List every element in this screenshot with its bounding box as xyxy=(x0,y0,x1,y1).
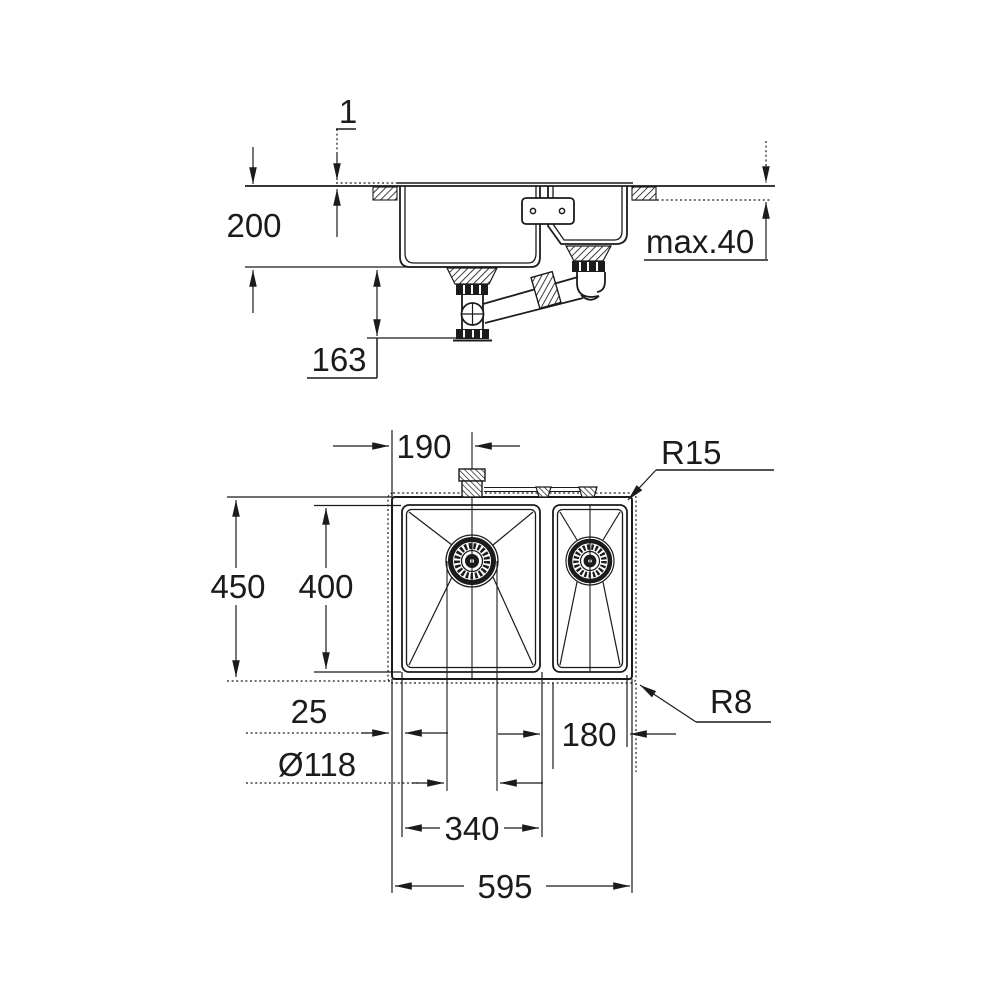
dim-trap-depth-label: 163 xyxy=(311,341,366,378)
dim-bowl-depth-label: 200 xyxy=(226,207,281,244)
center-and-extension-lines xyxy=(227,430,637,893)
bracket-hole xyxy=(558,207,566,215)
mounting-bracket xyxy=(521,197,575,225)
bracket-hole xyxy=(529,207,537,215)
dim-bowl-radius-label: R15 xyxy=(661,434,722,471)
dim-bowl-inner-depth-label: 400 xyxy=(298,568,353,605)
small-drain-funnel xyxy=(565,245,612,262)
fastening-clamp xyxy=(578,486,598,498)
small-bowl-section xyxy=(547,186,628,245)
countertop-lines xyxy=(245,182,775,201)
connecting-pipe xyxy=(482,276,584,324)
plan-top-view: 190 R15 450 400 25 xyxy=(210,428,774,905)
dimension-bowl-depth: 200 xyxy=(226,147,282,313)
drain-elbow xyxy=(576,272,606,301)
dimension-small-bowl-width: 180 xyxy=(498,716,676,753)
counter-hatch-left xyxy=(372,186,398,201)
drain-trap-assembly xyxy=(367,245,612,342)
dimension-rim-height: 1 xyxy=(333,93,357,237)
dim-overall-width-label: 595 xyxy=(477,868,532,905)
dimension-edge-to-bowl: 25 xyxy=(246,693,448,737)
faucet-fitting xyxy=(458,468,486,498)
dimension-overall-width: 595 xyxy=(395,868,630,905)
cutout-phantom-outline xyxy=(387,492,637,684)
main-bowl-section xyxy=(399,186,541,268)
linkage-rod xyxy=(484,486,581,493)
main-drain-funnel xyxy=(446,267,498,285)
dimension-drain-offset: 190 xyxy=(333,428,520,465)
dimension-main-bowl-width: 340 xyxy=(405,810,539,847)
dim-rim-height-label: 1 xyxy=(339,93,357,130)
dimension-counter-thickness: max.40 xyxy=(644,141,770,261)
dim-drain-offset-label: 190 xyxy=(396,428,451,465)
dim-edge-to-bowl-label: 25 xyxy=(291,693,328,730)
dim-outer-radius-label: R8 xyxy=(710,683,752,720)
dimension-drain-diameter: Ø118 xyxy=(246,746,543,787)
pipe-coupling xyxy=(530,270,562,310)
dimension-bowl-inner-depth: 400 xyxy=(298,508,354,669)
sink-outer-outline xyxy=(391,496,633,680)
dimension-trap-depth: 163 xyxy=(307,270,381,379)
dim-drain-diameter-label: Ø118 xyxy=(278,746,356,783)
main-bowl-creases xyxy=(408,511,534,666)
counter-hatch-right xyxy=(631,186,657,201)
dimension-outer-corner-radius: R8 xyxy=(639,683,771,723)
dimension-bowl-corner-radius: R15 xyxy=(627,434,774,501)
dimension-overall-depth: 450 xyxy=(210,500,266,677)
main-bowl-plan xyxy=(401,504,541,673)
side-section-view: 1 200 max.40 163 xyxy=(226,93,775,379)
dim-main-bowl-width-label: 340 xyxy=(444,810,499,847)
dim-counter-thickness-label: max.40 xyxy=(646,223,754,260)
dim-overall-depth-label: 450 xyxy=(210,568,265,605)
fastening-clamp xyxy=(535,486,552,498)
small-bowl-creases xyxy=(559,511,621,666)
dim-small-bowl-width-label: 180 xyxy=(561,716,616,753)
